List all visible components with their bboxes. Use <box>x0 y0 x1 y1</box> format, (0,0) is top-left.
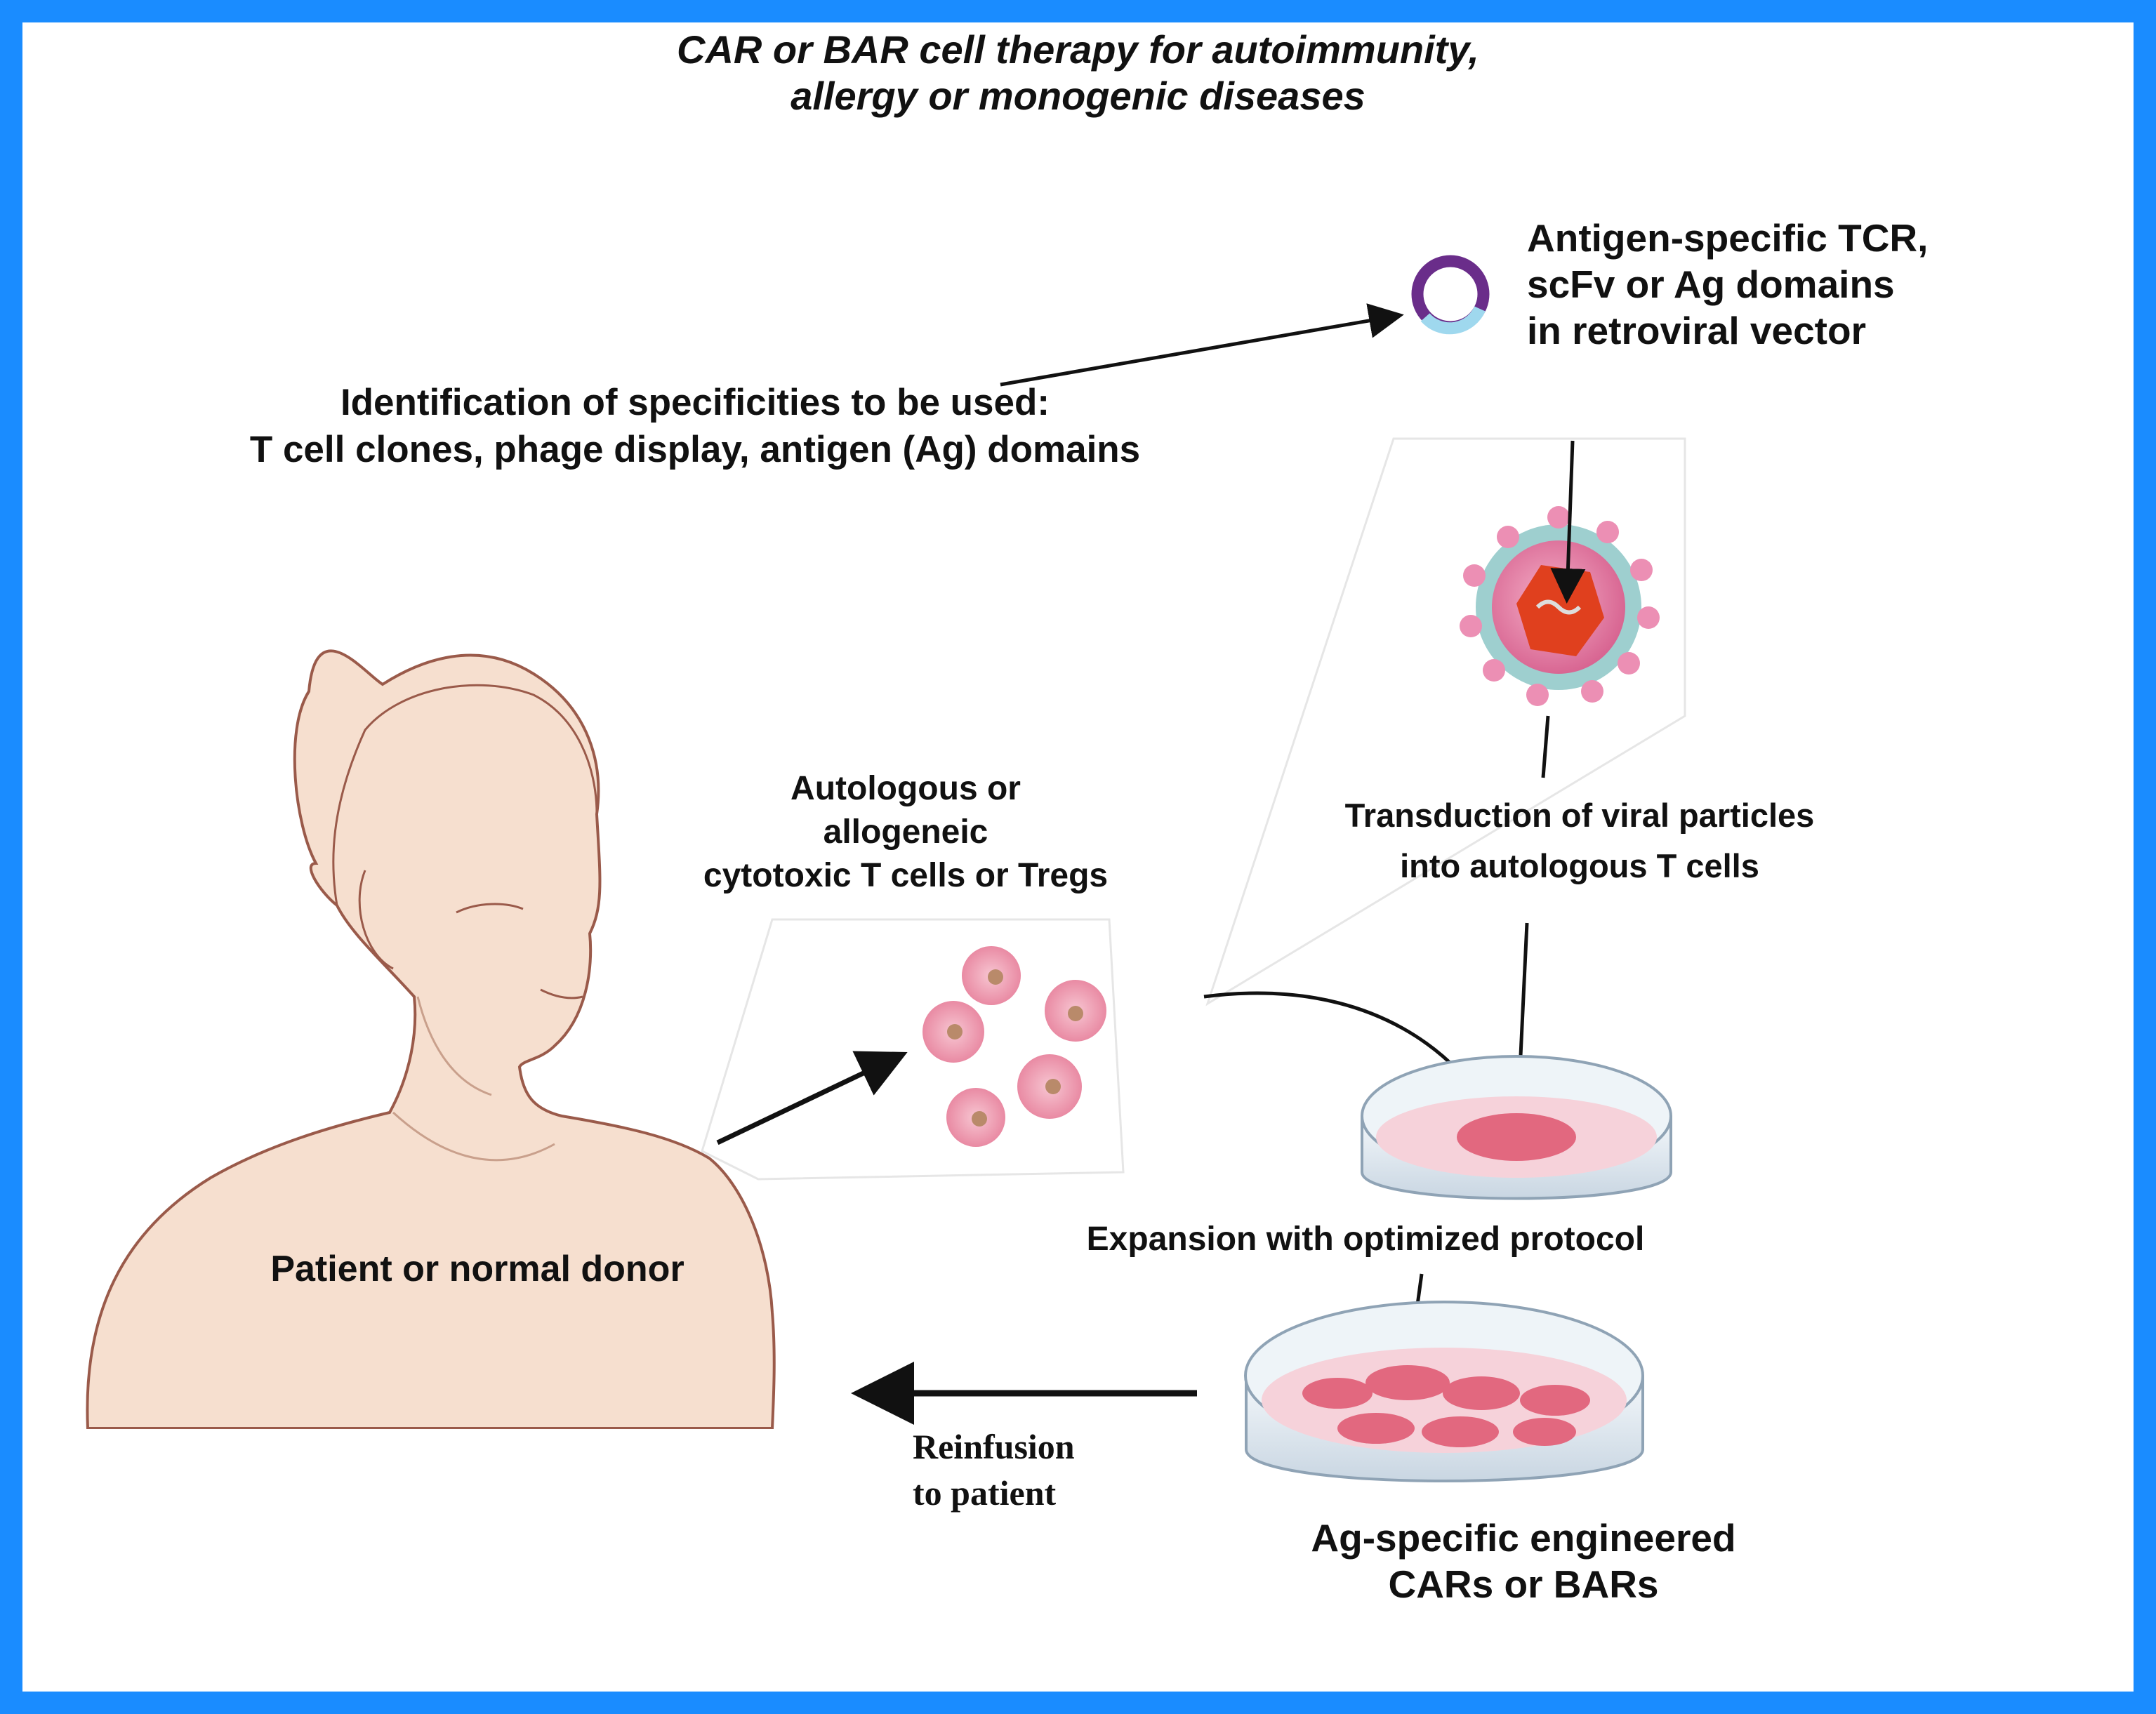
retroviral-vector-plasmid <box>1411 255 1490 335</box>
cells-panel <box>701 918 1125 1181</box>
culture-dish-expanded <box>1244 1301 1644 1482</box>
retrovirus-particle <box>1460 506 1660 706</box>
label-identification: Identification of specificities to be us… <box>249 382 1141 470</box>
label-engineered-cells: Ag-specific engineered CARs or BARs <box>1311 1516 1736 1606</box>
virus-panel <box>1205 437 1686 1007</box>
t-cells-group <box>922 946 1106 1147</box>
patient-figure <box>86 649 776 1430</box>
arrow-vector-into-virus <box>1550 440 1586 604</box>
label-transduction: Transduction of viral particles into aut… <box>1344 797 1815 884</box>
arrow-patient-to-cells <box>716 1051 908 1145</box>
label-patient: Patient or normal donor <box>270 1249 685 1289</box>
virus-stalk-line <box>1541 715 1550 778</box>
label-specificity-vector: Antigen-specific TCR, scFv or Ag domains… <box>1527 216 1929 352</box>
arrow-to-vector <box>1000 303 1404 387</box>
label-expansion: Expansion with optimized protocol <box>1086 1221 1645 1258</box>
culture-dish-transduction <box>1361 1055 1672 1200</box>
figure-title: CAR or BAR cell therapy for autoimmunity… <box>677 27 1479 118</box>
label-cell-source: Autologous or allogeneic cytotoxic T cel… <box>703 770 1109 894</box>
label-reinfusion: Reinfusion to patient <box>913 1427 1075 1513</box>
